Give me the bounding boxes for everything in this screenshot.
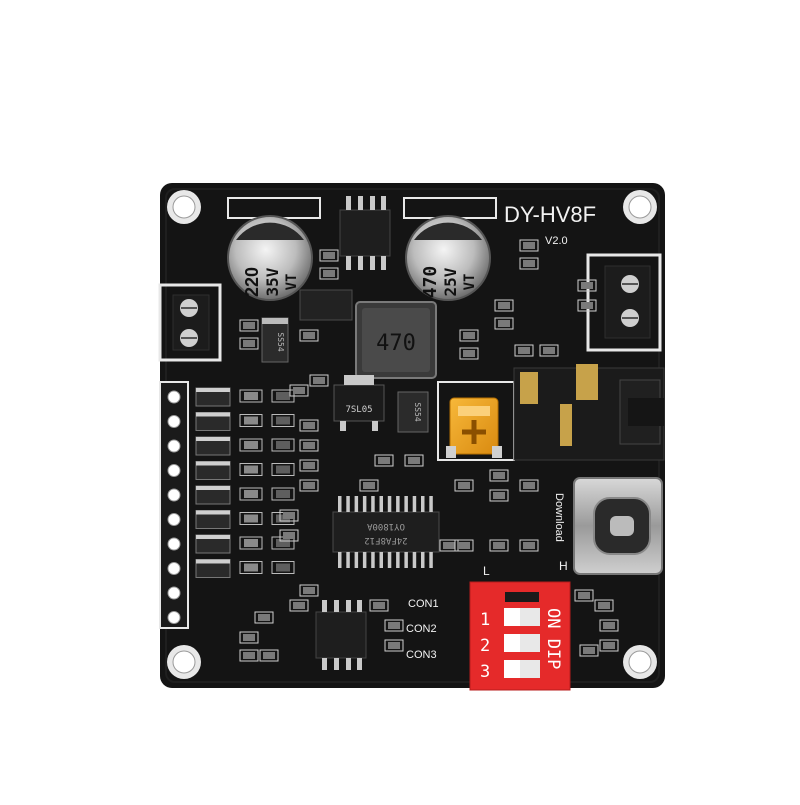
con1-label: CON1 <box>408 598 439 610</box>
left-screw-terminal <box>158 283 222 362</box>
header-pins <box>159 381 189 629</box>
download-label: Download <box>553 493 565 542</box>
dip-pin-3: 3 <box>480 662 490 682</box>
usb-c-connector <box>573 477 663 575</box>
main-ic-code: 24FA8F12 <box>364 535 407 545</box>
main-ic: 24FA8F12 OY1800A <box>332 496 440 568</box>
header-pin <box>167 439 181 453</box>
header-pin <box>167 488 181 502</box>
board-version: V2.0 <box>545 235 568 247</box>
download-h-label: H <box>559 559 568 573</box>
smd-passives <box>239 239 619 662</box>
header-pin <box>167 586 181 600</box>
board-model: DY-HV8F <box>504 202 596 227</box>
dip-on-label: ON DIP <box>543 608 563 669</box>
dip-pin-1: 1 <box>480 610 490 630</box>
capacitor-220: 220 35V VT <box>227 197 321 301</box>
header-pin <box>167 464 181 477</box>
right-screw-terminal <box>586 253 662 352</box>
diode-ss54: SS54 <box>261 317 289 363</box>
diode-ss54-2: SS54 <box>397 391 429 433</box>
inductor-label: 470 <box>376 331 416 356</box>
capacitor-470: 470 25V VT <box>403 197 497 301</box>
cap-470-value: 470 <box>420 266 441 299</box>
diode-ss54-label: SS54 <box>276 332 285 351</box>
download-l-label: L <box>483 564 490 578</box>
header-pin <box>167 611 181 624</box>
power-inductor: 470 <box>355 301 437 379</box>
diode-ss54-2-label: SS54 <box>413 402 422 421</box>
cap-470-series: VT <box>462 274 478 291</box>
component-column <box>195 387 295 578</box>
dip-switch: 1 2 3 ON DIP <box>469 581 571 691</box>
header-pin <box>167 513 181 526</box>
audio-jack <box>513 364 665 461</box>
mounting-holes <box>167 190 657 679</box>
cap-220-value: 220 <box>242 267 262 297</box>
con3-label: CON3 <box>406 649 437 661</box>
header-pin <box>167 415 181 428</box>
header-pin <box>167 562 181 575</box>
regulator: 7SL05 <box>333 375 385 431</box>
top-ic <box>339 196 391 270</box>
header-pin <box>167 390 181 404</box>
smd-block <box>299 289 353 321</box>
header-pin <box>167 537 181 551</box>
main-ic-label: OY1800A <box>366 521 405 531</box>
regulator-label: 7SL05 <box>345 405 372 415</box>
dip-pin-2: 2 <box>480 636 490 656</box>
con2-label: CON2 <box>406 623 437 635</box>
amp-ic <box>315 600 367 670</box>
cap-220-series: VT <box>284 274 300 291</box>
potentiometer <box>437 381 515 461</box>
cap-220-voltage: 35V <box>263 267 282 296</box>
cap-470-voltage: 25V <box>441 267 460 296</box>
